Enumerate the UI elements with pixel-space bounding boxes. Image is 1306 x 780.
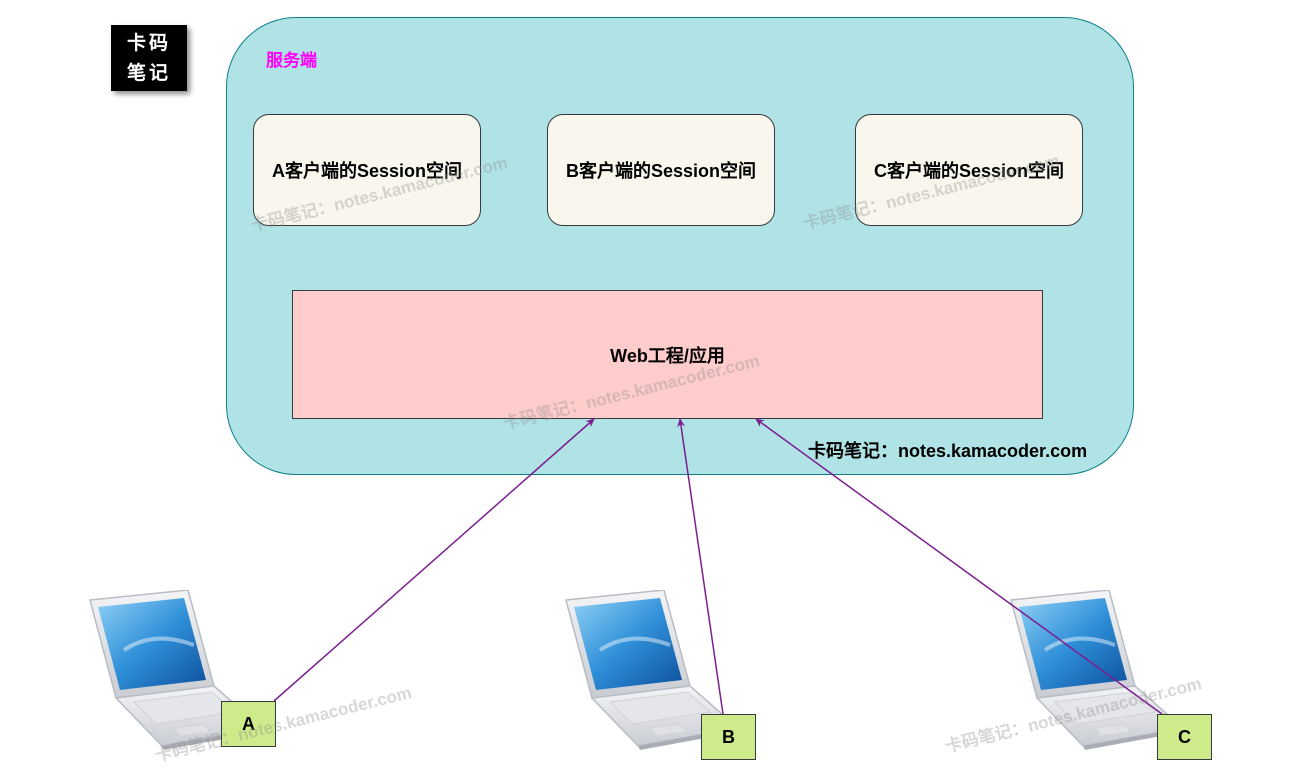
arrow-b-to-webapp: [677, 418, 724, 715]
client-b-text: B: [722, 726, 735, 747]
client-label-a: A: [221, 701, 276, 747]
session-space-a-label: A客户端的Session空间: [271, 161, 463, 181]
session-space-a: A客户端的Session空间: [253, 114, 481, 226]
session-space-c-label: C客户端的Session空间: [873, 161, 1065, 181]
site-note: 卡码笔记：notes.kamacoder.com: [808, 441, 1088, 461]
server-label: 服务端: [266, 51, 317, 70]
web-application-label: Web工程/应用: [610, 345, 725, 366]
logo: 卡码 笔记: [111, 25, 187, 91]
web-application: Web工程/应用: [292, 290, 1043, 419]
client-c-text: C: [1178, 726, 1191, 747]
session-space-b-label: B客户端的Session空间: [565, 161, 757, 181]
session-space-b: B客户端的Session空间: [547, 114, 775, 226]
arrow-c-to-webapp: [755, 418, 1163, 715]
client-a-text: A: [242, 713, 255, 734]
client-label-c: C: [1157, 714, 1212, 760]
session-space-c: C客户端的Session空间: [855, 114, 1083, 226]
client-label-b: B: [701, 714, 756, 760]
arrow-a-to-webapp: [273, 418, 595, 702]
logo-line-2: 笔记: [126, 62, 171, 84]
logo-line-1: 卡码: [126, 32, 171, 54]
